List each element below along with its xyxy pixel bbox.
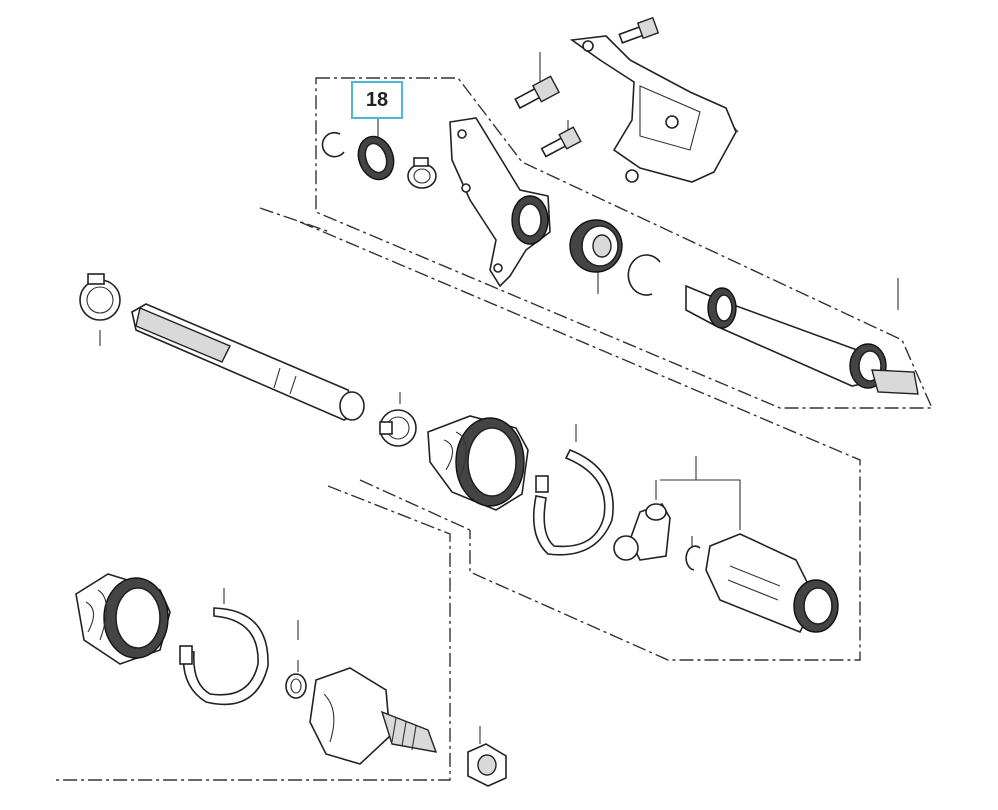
shaft-assembly-frame xyxy=(299,221,861,661)
boot-band-large-inboard xyxy=(532,448,614,556)
inboard-joint-housing xyxy=(705,533,839,634)
shield-bolt xyxy=(618,16,660,44)
callout-label: 18 xyxy=(365,88,389,111)
tripod-joint-spider xyxy=(613,503,671,561)
leader-lines xyxy=(99,52,899,744)
intermediate-shaft xyxy=(685,284,919,395)
heat-shield xyxy=(569,35,737,183)
snap-ring-large xyxy=(627,254,661,296)
boot-band-large-outboard xyxy=(179,607,269,706)
outboard-boot xyxy=(75,573,171,665)
hose-clamp-shaft-end xyxy=(79,273,121,321)
boot-band-small-outboard xyxy=(285,673,307,699)
part-callout-18[interactable]: 18 xyxy=(351,81,403,119)
flange-bolt-lower xyxy=(540,126,582,158)
outer-joint-frame xyxy=(52,485,451,781)
half-shaft xyxy=(131,303,365,421)
ball-bearing xyxy=(569,219,623,273)
flange-bolt-upper xyxy=(514,75,561,110)
upper-assembly-frame xyxy=(259,77,934,409)
spindle-nut xyxy=(467,743,507,787)
outboard-cv-joint xyxy=(309,667,438,765)
circlip-inboard xyxy=(685,545,701,571)
oil-seal-18 xyxy=(357,135,395,181)
snap-ring-small xyxy=(321,131,345,158)
bearing-support-bracket xyxy=(449,117,551,288)
inboard-boot xyxy=(427,415,529,511)
hose-clamp-small xyxy=(407,157,437,189)
boot-band-small-inboard xyxy=(379,409,417,447)
